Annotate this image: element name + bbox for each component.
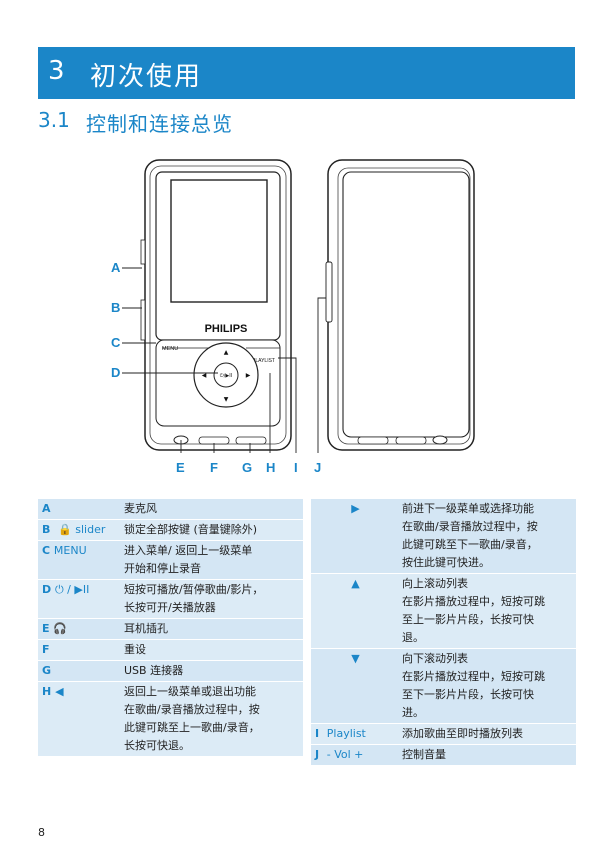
row-desc: 此键可跳至上一歌曲/录音， [124, 721, 260, 734]
row-desc: 退。 [402, 631, 424, 644]
table-row: H ◀ 返回上一级菜单或退出功能 在歌曲/录音播放过程中，按 此键可跳至上一歌曲… [38, 681, 303, 757]
controls-table-left: A 麦克风 B 🔒 slider 锁定全部按键 (音量键除外) C MENU 进… [38, 499, 303, 757]
row-desc: 在歌曲/录音播放过程中，按 [124, 703, 260, 716]
callout-c: C [111, 335, 121, 350]
row-desc: 在歌曲/录音播放过程中，按 [402, 520, 538, 533]
table-row: ▲ 向上滚动列表 在影片播放过程中，短按可跳 至上一影片片段，长按可快 退。 [311, 573, 576, 649]
row-sub: ⏻ / ▶II [54, 583, 90, 596]
left-arrow-icon: ◀ [202, 372, 207, 379]
callout-f: F [210, 460, 218, 475]
row-desc: 在影片播放过程中，短按可跳 [402, 670, 545, 683]
play-power-button[interactable] [213, 362, 239, 388]
table-row: A 麦克风 [38, 499, 303, 520]
controls-table-right: ▶ 前进下一级菜单或选择功能 在歌曲/录音播放过程中，按 此键可跳至下一歌曲/录… [311, 499, 576, 766]
row-key: I [315, 727, 320, 740]
up-arrow-icon: ▲ [351, 577, 360, 590]
row-desc: 长按可快退。 [124, 739, 190, 752]
callout-g: G [242, 460, 252, 475]
row-desc: 控制音量 [402, 748, 446, 761]
row-desc: 返回上一级菜单或退出功能 [124, 685, 256, 698]
row-sub: Playlist [326, 727, 366, 740]
row-key: G [42, 664, 52, 677]
row-key: C [42, 544, 51, 557]
row-sub: MENU [53, 544, 87, 557]
row-key: J [315, 748, 320, 761]
row-desc: 按住此键可快进。 [402, 556, 490, 569]
left-arrow-icon: ◀ [55, 685, 64, 698]
callout-d: D [111, 365, 120, 380]
callout-h: H [266, 460, 275, 475]
row-desc: 短按可播放/暂停歌曲/影片， [124, 583, 264, 596]
page-number: 8 [38, 826, 45, 839]
row-desc: 至下一影片片段，长按可快 [402, 688, 534, 701]
callout-b: B [111, 300, 120, 315]
device-diagram: PHILIPS MENU PLAYLIST ⏻/▶II ▲ ▼ ◀ ▶ [111, 159, 475, 475]
row-key: H [42, 685, 52, 698]
table-row: E 🎧 耳机插孔 [38, 618, 303, 640]
chapter-number: 3 [48, 56, 65, 86]
callout-j: J [314, 460, 321, 475]
callout-e: E [176, 460, 185, 475]
down-arrow-icon: ▼ [351, 652, 360, 665]
row-desc: 开始和停止录音 [124, 562, 201, 575]
row-desc: 向上滚动列表 [402, 577, 468, 590]
table-row: F 重设 [38, 639, 303, 661]
row-key: B [42, 523, 51, 536]
table-row: D ⏻ / ▶II 短按可播放/暂停歌曲/影片， 长按可开/关播放器 [38, 579, 303, 619]
section-title: 控制和连接总览 [86, 112, 233, 136]
headphone-icon: 🎧 [53, 622, 68, 635]
row-key: A [42, 502, 51, 515]
table-row: ▼ 向下滚动列表 在影片播放过程中，短按可跳 至下一影片片段，长按可快 进。 [311, 648, 576, 724]
device-back [325, 159, 475, 451]
row-key: D [42, 583, 52, 596]
down-arrow-icon: ▼ [224, 396, 229, 403]
row-key: E [42, 622, 50, 635]
table-row: B 🔒 slider 锁定全部按键 (音量键除外) [38, 519, 303, 541]
row-desc: 麦克风 [124, 502, 157, 515]
chapter-header: 3 初次使用 [38, 47, 575, 99]
callout-i: I [294, 460, 298, 475]
table-row: ▶ 前进下一级菜单或选择功能 在歌曲/录音播放过程中，按 此键可跳至下一歌曲/录… [311, 499, 576, 574]
row-desc: 锁定全部按键 (音量键除外) [124, 523, 258, 536]
playlist-button-label: PLAYLIST [252, 358, 275, 364]
row-desc: 前进下一级菜单或选择功能 [402, 502, 534, 515]
table-row: J - Vol + 控制音量 [311, 744, 576, 766]
callout-a: A [111, 260, 121, 275]
row-desc: 此键可跳至下一歌曲/录音， [402, 538, 538, 551]
row-desc: 长按可开/关播放器 [124, 601, 216, 614]
row-sub: - Vol + [326, 748, 364, 761]
row-desc: 进入菜单/ 返回上一级菜单 [124, 544, 253, 557]
row-desc: 向下滚动列表 [402, 652, 468, 665]
row-desc: 添加歌曲至即时播放列表 [402, 727, 523, 740]
play-power-icon: ⏻/▶II [220, 373, 232, 379]
row-desc: 重设 [124, 643, 146, 656]
row-key: F [42, 643, 50, 656]
row-desc: 进。 [402, 706, 424, 719]
row-desc: 至上一影片片段，长按可快 [402, 613, 534, 626]
row-desc: USB 连接器 [124, 664, 184, 677]
right-arrow-icon: ▶ [246, 372, 251, 379]
section-number: 3.1 [38, 108, 70, 132]
brand-logo: PHILIPS [205, 323, 248, 335]
right-arrow-icon: ▶ [351, 502, 360, 515]
row-desc: 耳机插孔 [124, 622, 168, 635]
table-row: C MENU 进入菜单/ 返回上一级菜单 开始和停止录音 [38, 540, 303, 580]
table-row: G USB 连接器 [38, 660, 303, 682]
row-sub: 🔒 slider [58, 523, 106, 536]
table-row: I Playlist 添加歌曲至即时播放列表 [311, 723, 576, 745]
chapter-title: 初次使用 [90, 62, 203, 92]
leader-lines [122, 267, 326, 453]
device-front: PHILIPS MENU PLAYLIST ⏻/▶II ▲ ▼ ◀ ▶ [140, 159, 292, 451]
menu-button-label: MENU [162, 346, 178, 352]
row-desc: 在影片播放过程中，短按可跳 [402, 595, 545, 608]
up-arrow-icon: ▲ [224, 349, 229, 356]
